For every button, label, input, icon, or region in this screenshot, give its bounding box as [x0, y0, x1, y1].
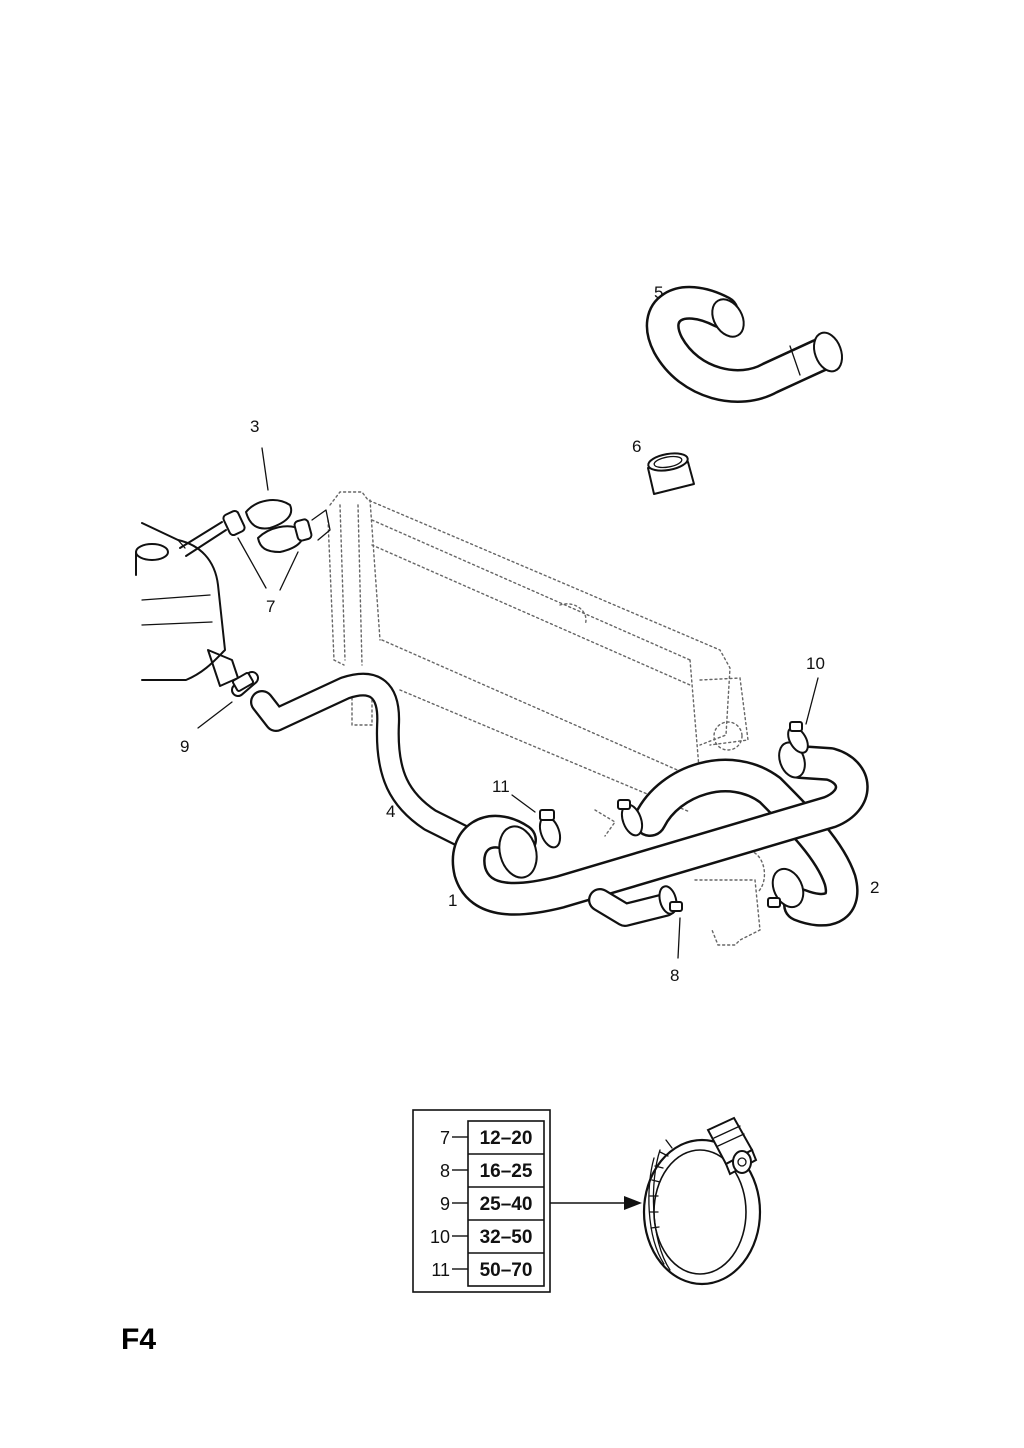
clamp-size-table: 7 8 9 10 11 12–20 16–25 25–40 32–50 50–7… — [412, 1109, 551, 1293]
hose-5 — [645, 285, 844, 403]
hose-4 — [231, 671, 482, 852]
clamp-table-range-8: 16–25 — [480, 1161, 533, 1182]
callout-2: 2 — [870, 878, 879, 897]
callout-7: 7 — [266, 597, 275, 616]
callout-10: 10 — [806, 654, 825, 673]
worm-drive-clamp — [642, 1116, 762, 1286]
clamp-table-num-9: 9 — [440, 1194, 450, 1214]
sleeve-6 — [647, 452, 695, 495]
page-code: F4 — [121, 1323, 156, 1356]
clamp-table-num-7: 7 — [440, 1128, 450, 1148]
clamp-table-range-9: 25–40 — [480, 1194, 533, 1215]
clamp-table-range-10: 32–50 — [480, 1227, 533, 1248]
callout-8: 8 — [670, 966, 679, 985]
callout-6: 6 — [632, 437, 641, 456]
leader-lines — [197, 447, 819, 959]
hose-clamps — [231, 672, 809, 915]
arrow-to-clamp — [550, 1196, 642, 1210]
hose-8-stub — [588, 888, 677, 927]
callout-3: 3 — [250, 417, 259, 436]
clamp-table-num-10: 10 — [430, 1227, 450, 1247]
expansion-tank — [135, 522, 239, 687]
hose-3 — [179, 499, 331, 557]
clamp-table-num-11: 11 — [431, 1260, 450, 1280]
clamp-table-range-7: 12–20 — [480, 1128, 533, 1149]
clamp-table-range-11: 50–70 — [480, 1260, 533, 1281]
callout-1: 1 — [448, 891, 457, 910]
callout-5: 5 — [654, 283, 663, 302]
clamp-table-num-8: 8 — [440, 1161, 450, 1181]
callout-4: 4 — [386, 802, 395, 821]
callout-11: 11 — [492, 777, 510, 796]
callouts: 1 2 3 4 5 6 7 8 9 10 11 — [180, 283, 879, 985]
radiator — [327, 491, 766, 946]
callout-9: 9 — [180, 737, 189, 756]
